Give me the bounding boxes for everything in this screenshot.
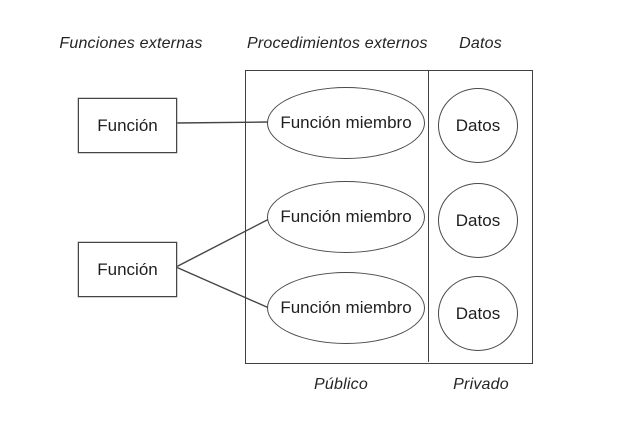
member-function-label: Función miembro [280,113,412,132]
data-ellipse: Datos [438,276,518,351]
external-function-box: Función [78,242,177,297]
member-function-ellipse: Función miembro [267,181,425,253]
data-label: Datos [455,303,501,323]
member-function-label: Función miembro [280,207,412,226]
data-label: Datos [455,210,501,230]
column-header-data: Datos [459,35,502,52]
class-container-box [245,70,533,364]
external-function-label: Función [97,259,158,279]
column-header-external-functions: Funciones externas [59,35,203,52]
member-function-label: Función miembro [280,298,412,317]
external-function-label: Función [97,115,158,135]
footer-label-private: Privado [453,376,509,393]
column-header-external-procedures: Procedimientos externos [247,35,428,52]
data-ellipse: Datos [438,183,518,258]
footer-label-public: Público [314,376,368,393]
member-function-ellipse: Función miembro [267,272,425,344]
external-function-box: Función [78,98,177,153]
member-function-ellipse: Función miembro [267,87,425,159]
data-label: Datos [455,115,501,135]
data-ellipse: Datos [438,88,518,163]
public-private-divider [428,70,429,362]
